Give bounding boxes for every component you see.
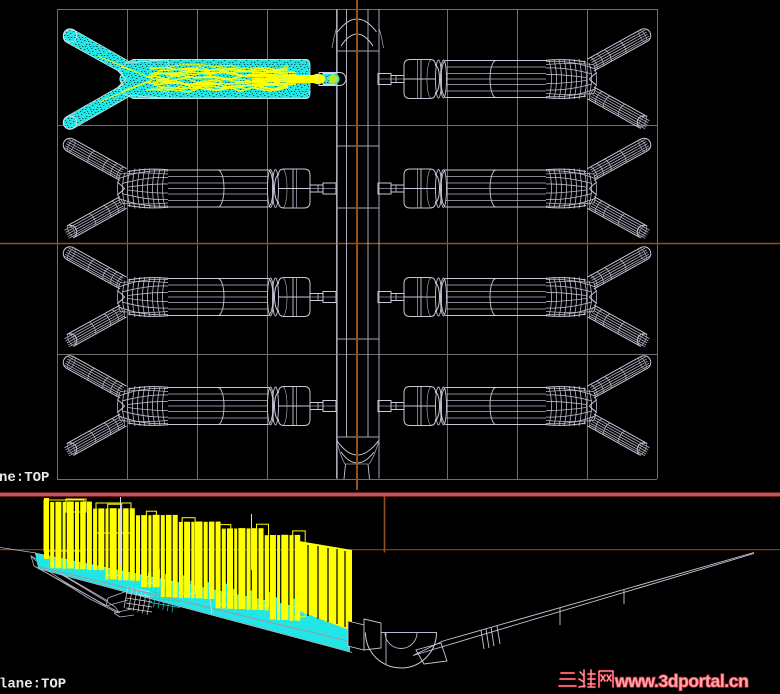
svg-text:lane:TOP: lane:TOP [0,677,66,693]
svg-text:www.3dportal.cn: www.3dportal.cn [614,671,748,691]
svg-text:ne:TOP: ne:TOP [0,470,49,486]
